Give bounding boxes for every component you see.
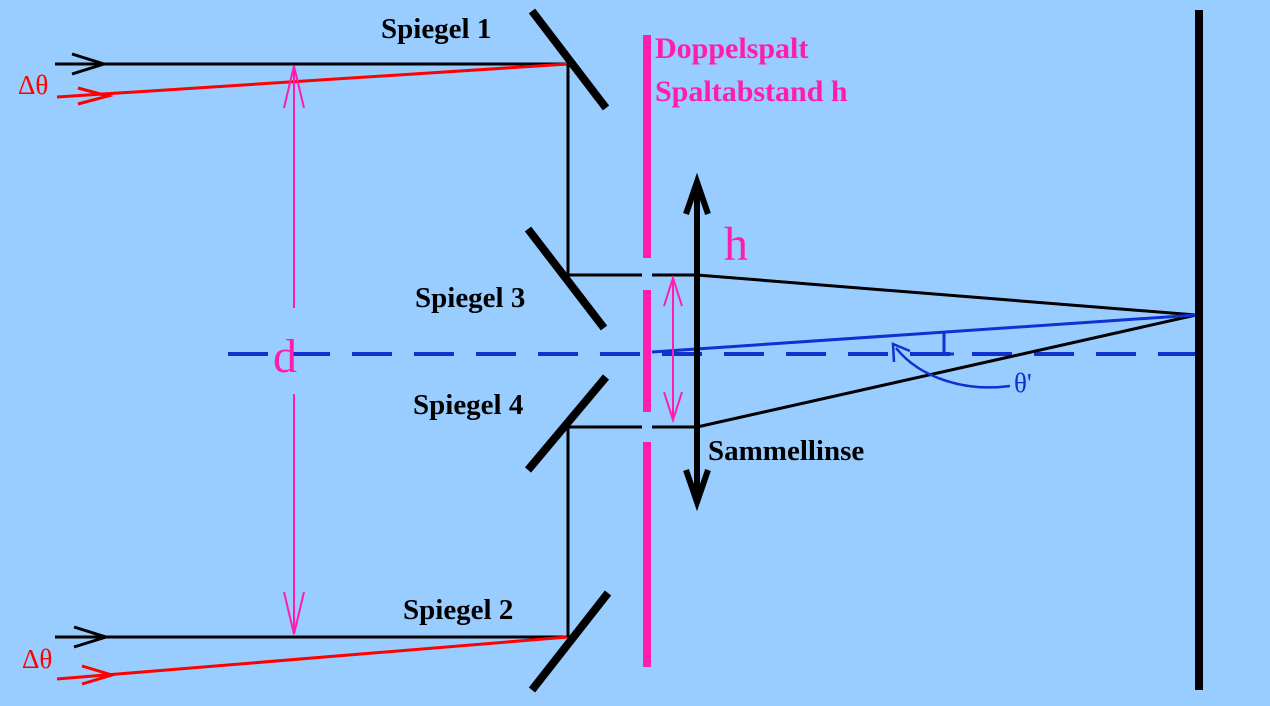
label-lens: Sammellinse xyxy=(708,435,864,467)
label-d: d xyxy=(273,330,297,383)
angle-arc-arrowhead xyxy=(891,342,911,363)
lens-arrowhead-top xyxy=(683,172,711,215)
dimension-h-arrowhead-top xyxy=(663,274,683,307)
label-delta-theta-bottom: Δθ xyxy=(22,644,52,674)
chief-ray-blue xyxy=(651,313,1197,354)
label-slit-distance: Spaltabstand h xyxy=(655,75,848,108)
tilted-beam-top xyxy=(56,62,569,99)
label-theta-prime: θ' xyxy=(1014,368,1032,398)
tilted-beam-bottom-arrowhead xyxy=(81,664,118,686)
mirror-1 xyxy=(528,8,610,111)
mirror-4 xyxy=(524,374,610,473)
mirror-2 xyxy=(528,590,612,693)
label-mirror-2: Spiegel 2 xyxy=(403,594,513,626)
converging-beam-top xyxy=(696,273,1197,317)
label-double-slit: Doppelspalt xyxy=(655,32,808,65)
lens-arrowhead-bottom xyxy=(683,469,711,512)
converging-beam-bottom xyxy=(696,313,1197,429)
beam-bottom-arrowhead xyxy=(73,625,112,649)
dimension-d-arrowhead-bottom xyxy=(283,591,305,635)
dimension-h-arrowhead-bottom xyxy=(663,391,683,424)
beam-top-arrowhead xyxy=(71,52,110,76)
mirror-3 xyxy=(524,226,608,331)
dimension-d-arrowhead-top xyxy=(283,65,305,109)
label-mirror-1: Spiegel 1 xyxy=(381,13,491,45)
label-mirror-3: Spiegel 3 xyxy=(415,282,525,314)
label-h: h xyxy=(724,218,748,271)
label-delta-theta-top: Δθ xyxy=(18,70,48,100)
label-mirror-4: Spiegel 4 xyxy=(413,389,523,421)
tilted-beam-bottom xyxy=(56,635,569,681)
angle-arc xyxy=(895,347,1011,389)
tilted-beam-top-arrowhead xyxy=(77,86,114,106)
